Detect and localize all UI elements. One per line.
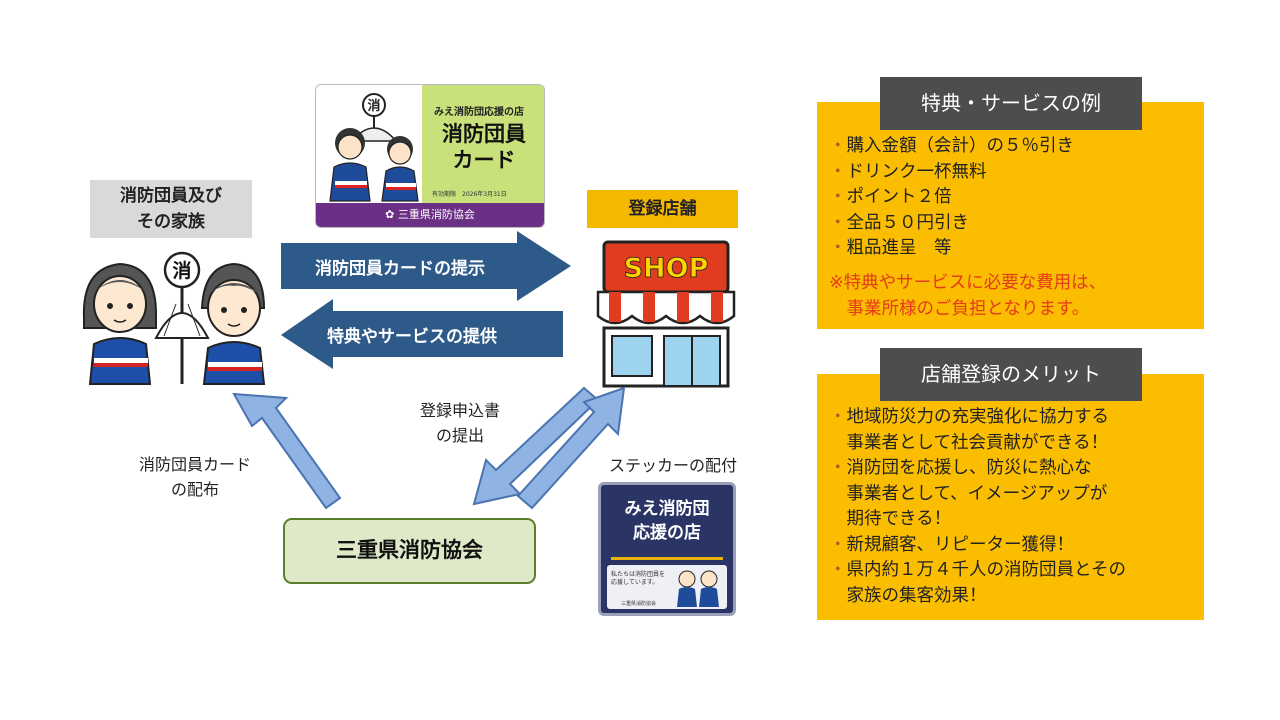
shop-icon: SHOP bbox=[596, 240, 736, 388]
firefighter-mascots-icon: 消 bbox=[329, 93, 419, 202]
diagonal-arrows bbox=[232, 386, 626, 510]
benefit-item: ・ドリンク一杯無料 bbox=[829, 161, 987, 182]
merits-list: ・地域防災力の充実強化に協力する 事業者として社会貢献ができる！ ・消防団を応援… bbox=[829, 405, 1126, 609]
provide-arrow bbox=[281, 299, 563, 369]
benefits-list: ・購入金額（会計）の５％引き ・ドリンク一杯無料 ・ポイント２倍 ・全品５０円引… bbox=[829, 134, 1074, 262]
sticker-distribution-label: ステッカーの配付 bbox=[608, 456, 737, 475]
family-badge-text: 消 bbox=[172, 259, 191, 282]
card-title: 消防団員 カード bbox=[442, 122, 526, 172]
sticker-title: みえ消防団 応援の店 bbox=[624, 499, 710, 543]
distribution-label: 消防団員カード の配布 bbox=[138, 455, 251, 499]
benefits-cost-note: ※特典やサービスに必要な費用は、 事業所様のご負担となります。 bbox=[829, 273, 1107, 319]
card-org: 三重県消防協会 bbox=[397, 208, 475, 221]
provide-service-text: 特典やサービスの提供 bbox=[327, 327, 497, 347]
card-badge-text: 消 bbox=[367, 98, 380, 114]
merit-item: ・地域防災力の充実強化に協力する 事業者として社会貢献ができる！ bbox=[829, 407, 1109, 453]
merits-title: 店舗登録のメリット bbox=[880, 348, 1142, 401]
merits-panel: ・地域防災力の充実強化に協力する 事業者として社会貢献ができる！ ・消防団を応援… bbox=[817, 374, 1204, 620]
benefit-item: ・全品５０円引き bbox=[829, 212, 969, 233]
shop-sign-text: SHOP bbox=[624, 253, 709, 284]
card-valid-date: 有効期限 2026年3月31日 bbox=[432, 191, 507, 198]
benefit-item: ・購入金額（会計）の５％引き bbox=[829, 136, 1074, 156]
present-arrow bbox=[281, 231, 571, 301]
supporter-sticker-image: みえ消防団 応援の店 私たちは消防団員を 応援しています。 三重県消防協会 bbox=[598, 482, 736, 616]
sticker-mascots-icon bbox=[677, 570, 719, 607]
firefighter-card-image: 消 みえ消防団応援の店 消防団員 カード 有効期限 2026年3月31日 ✿ 三… bbox=[315, 84, 545, 228]
sticker-org: 三重県消防協会 bbox=[621, 601, 657, 607]
benefit-item: ・粗品進呈 等 bbox=[829, 238, 952, 258]
merit-item: ・消防団を応援し、防災に熱心な 事業者として、イメージアップが 期待できる！ bbox=[829, 458, 1108, 529]
firefighter-family-icon: 消 bbox=[82, 251, 266, 385]
shop-label: 登録店舗 bbox=[587, 190, 738, 228]
application-label: 登録申込書 の提出 bbox=[419, 401, 500, 445]
benefit-item: ・ポイント２倍 bbox=[829, 187, 952, 207]
card-footer: ✿ 三重県消防協会 bbox=[316, 203, 544, 227]
card-tag: みえ消防団応援の店 bbox=[434, 107, 524, 118]
exchange-arrows bbox=[281, 231, 571, 369]
card-emblem-icon: ✿ bbox=[385, 208, 398, 221]
distribution-arrow bbox=[232, 392, 342, 510]
merit-item: ・県内約１万４千人の消防団員とその 家族の集客効果！ bbox=[829, 560, 1126, 606]
benefits-title: 特典・サービスの例 bbox=[880, 77, 1142, 130]
application-arrow bbox=[472, 386, 600, 506]
family-label: 消防団員及び その家族 bbox=[90, 180, 252, 238]
present-card-text: 消防団員カードの提示 bbox=[315, 259, 485, 279]
association-box: 三重県消防協会 bbox=[283, 518, 536, 584]
sticker-arrow bbox=[516, 386, 626, 510]
benefits-panel: ・購入金額（会計）の５％引き ・ドリンク一杯無料 ・ポイント２倍 ・全品５０円引… bbox=[817, 102, 1204, 329]
merit-item: ・新規顧客、リピーター獲得！ bbox=[829, 534, 1074, 555]
sticker-message: 私たちは消防団員を 応援しています。 bbox=[611, 571, 666, 586]
